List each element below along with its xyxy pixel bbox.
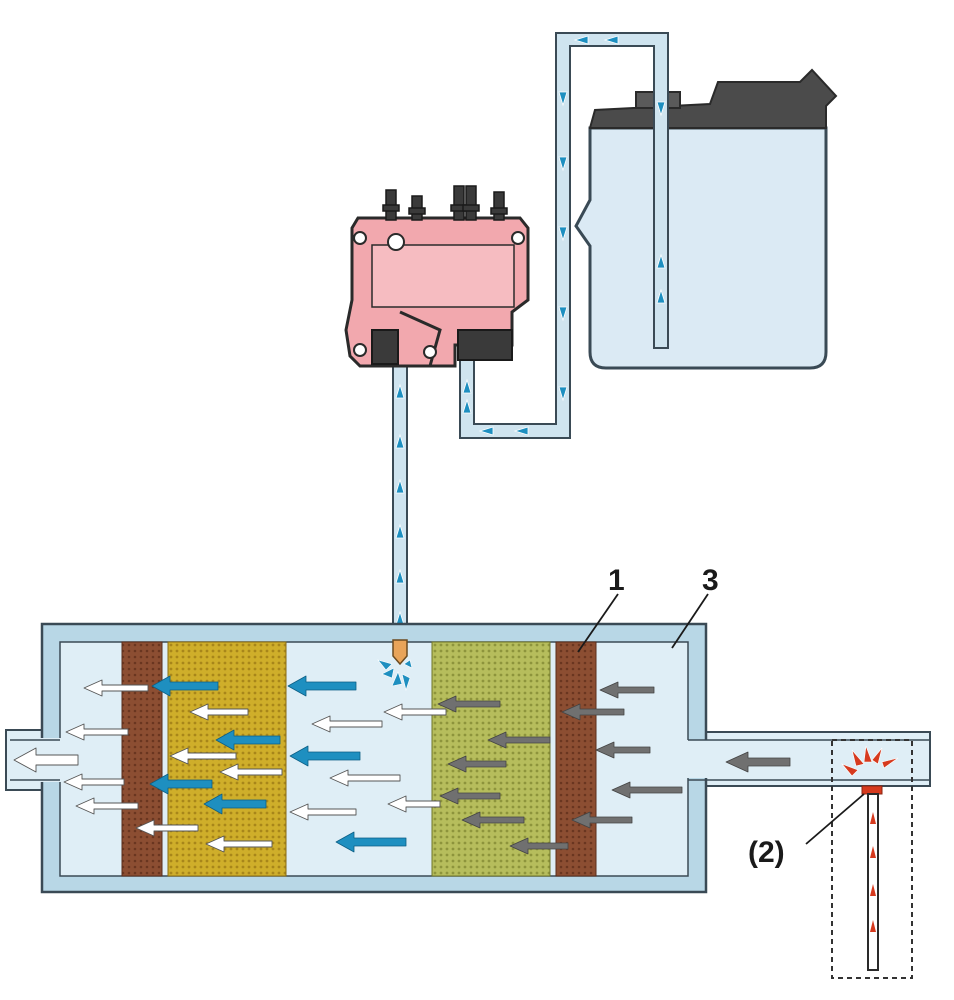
sensor-heat-arrows (841, 745, 899, 777)
line-flow-arrows (395, 35, 666, 626)
exhaust-sensor (831, 739, 913, 979)
filter-brick-left (121, 641, 163, 877)
exhaust-flow-arrows (13, 675, 791, 855)
injector-nozzle (377, 639, 413, 692)
pump-outlet-block (457, 329, 513, 361)
sensor-dashed-box (831, 739, 913, 979)
exhaust-housing (5, 622, 931, 894)
fluid-tank (574, 68, 838, 370)
spray-arrows (377, 659, 413, 692)
dosing-pump (344, 185, 530, 368)
pump-connector (371, 329, 399, 365)
filter-brick-right (555, 641, 597, 877)
dosing-line (392, 361, 408, 643)
pump-inner-panel (371, 244, 515, 308)
substrate-olive (431, 641, 551, 877)
pump-ports (382, 185, 508, 221)
label-1: 1 (608, 564, 625, 597)
label-leaders (577, 593, 865, 845)
tank-cap (588, 68, 838, 129)
label-2: (2) (748, 836, 785, 869)
tank-body (574, 126, 828, 370)
label-3: 3 (702, 564, 719, 597)
